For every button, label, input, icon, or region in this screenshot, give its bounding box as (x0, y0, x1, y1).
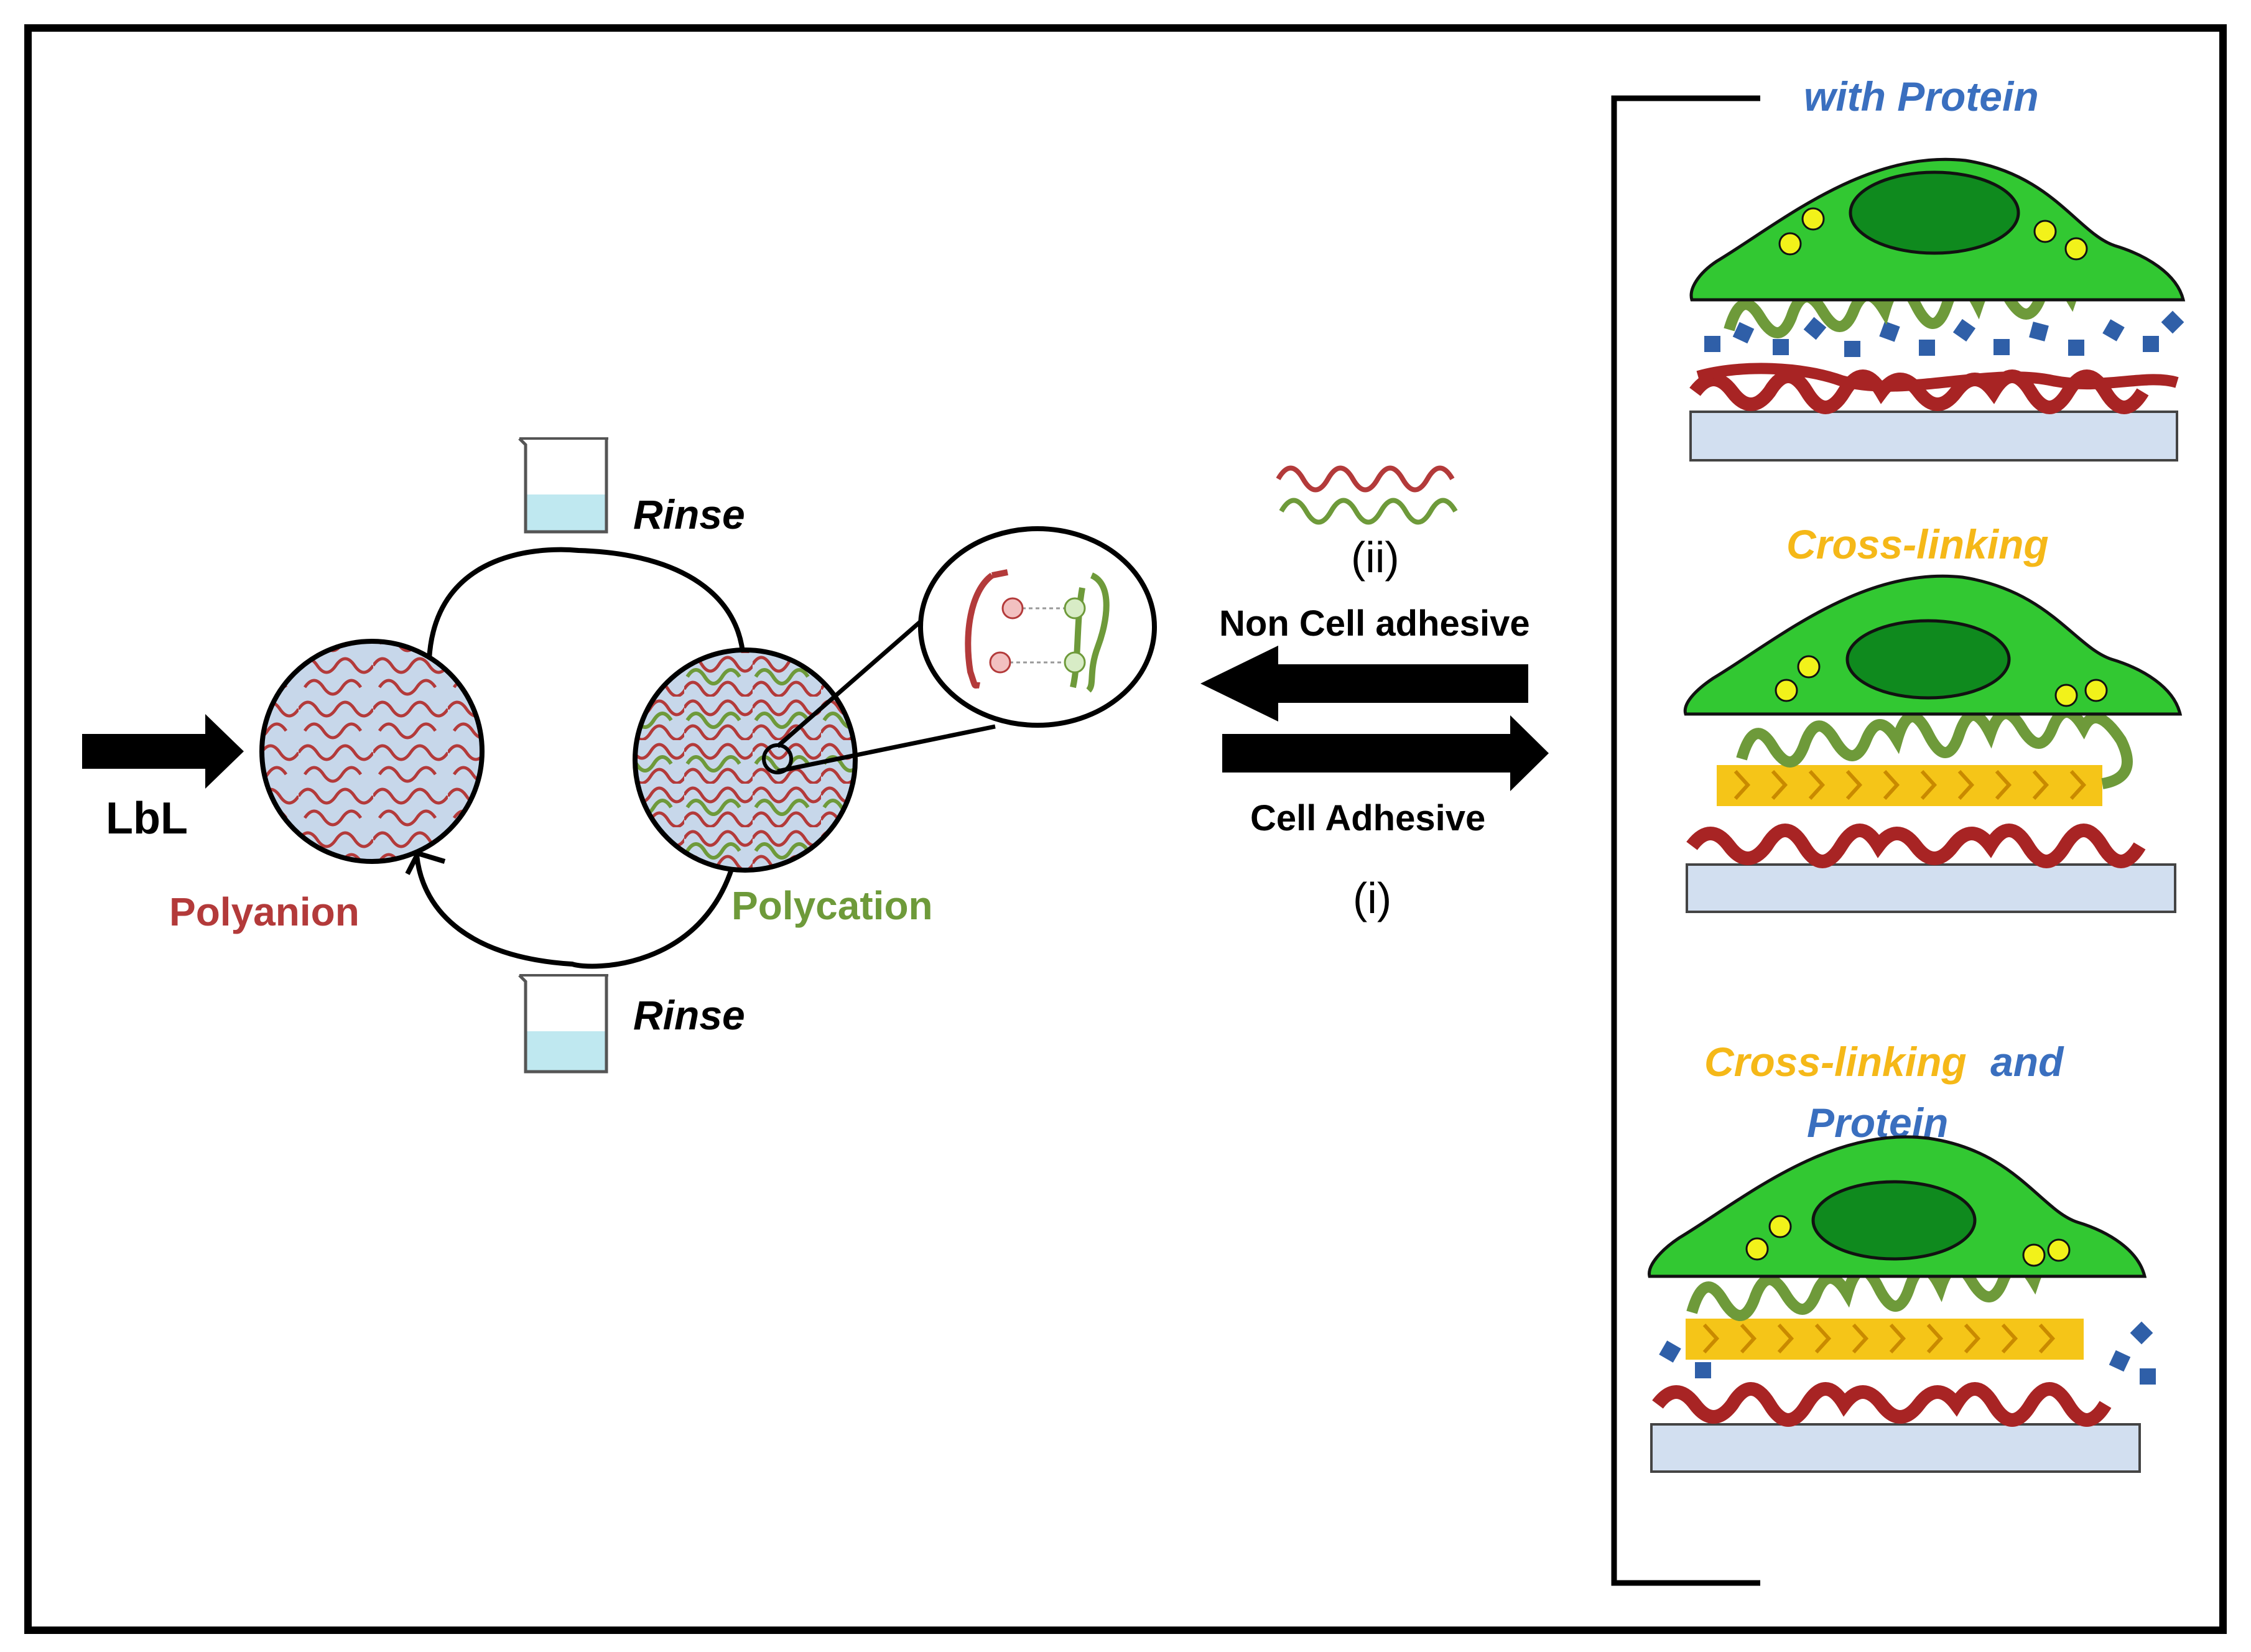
panel3-cell-stack (1648, 1135, 2156, 1473)
zoom-bubble (918, 526, 1157, 728)
non-cell-adhesive-label: Non Cell adhesive (1219, 603, 1530, 644)
non-cell-adhesive-arrow (1200, 646, 1528, 722)
panel3-polycation-layer (1686, 1255, 2070, 1321)
panel2-cell-stack (1683, 574, 2183, 913)
polyanion-label: Polyanion (169, 889, 360, 934)
panel2-title: Cross-linking (1786, 521, 2049, 567)
panel3-nucleus (1811, 1180, 1977, 1261)
polycation-label: Polycation (731, 883, 933, 928)
cell-adhesive-arrow (1222, 715, 1549, 791)
panel1-polyanion-layer (1689, 369, 2149, 414)
zoom-line-bottom (777, 724, 996, 774)
beaker-icon-bottom (518, 974, 608, 1074)
roman-i-label: (i) (1353, 874, 1391, 922)
polycation-bead (633, 647, 858, 873)
zoom-line-top (776, 608, 936, 748)
panel3-title-crosslink: Cross-linking (1704, 1039, 1967, 1085)
rinse-bottom-label: Rinse (633, 992, 745, 1038)
right-bracket (1611, 95, 1760, 1586)
rinse-top-label: Rinse (633, 491, 745, 537)
panel1-substrate (1689, 411, 2178, 462)
panel2-crosslink-layer (1717, 765, 2102, 806)
panel2-substrate (1686, 863, 2176, 913)
panel3-polyanion-layer (1652, 1382, 2112, 1427)
panel3-protein-layer (1659, 1321, 2156, 1385)
panel3-title-and: and (1990, 1039, 2064, 1085)
polyanion-bead (259, 639, 485, 864)
cycle-bottom-loop (414, 855, 736, 969)
panel1-title: with Protein (1804, 73, 2039, 119)
roman-ii-label: (ii) (1351, 533, 1399, 582)
panel3-crosslink-layer (1686, 1319, 2084, 1360)
svg-text:Cross-linking and: Cross-linking and (1704, 1039, 2064, 1085)
panel2-nucleus (1845, 619, 2011, 700)
panel1-protein-layer (1704, 310, 2184, 357)
panel3-substrate (1650, 1423, 2141, 1473)
lbl-input-arrow (82, 714, 244, 789)
cell-adhesive-label: Cell Adhesive (1250, 798, 1485, 838)
panel2-polycation-layer (1736, 707, 2133, 789)
panel2-polyanion-layer (1686, 824, 2146, 868)
cycle-top-loop (427, 547, 746, 660)
panel1-nucleus (1849, 170, 2020, 255)
beaker-icon-top (518, 437, 608, 534)
panel1-cell-stack (1689, 157, 2186, 462)
lbl-label: LbL (106, 794, 188, 843)
wavy-chains-icon (1276, 465, 1458, 525)
